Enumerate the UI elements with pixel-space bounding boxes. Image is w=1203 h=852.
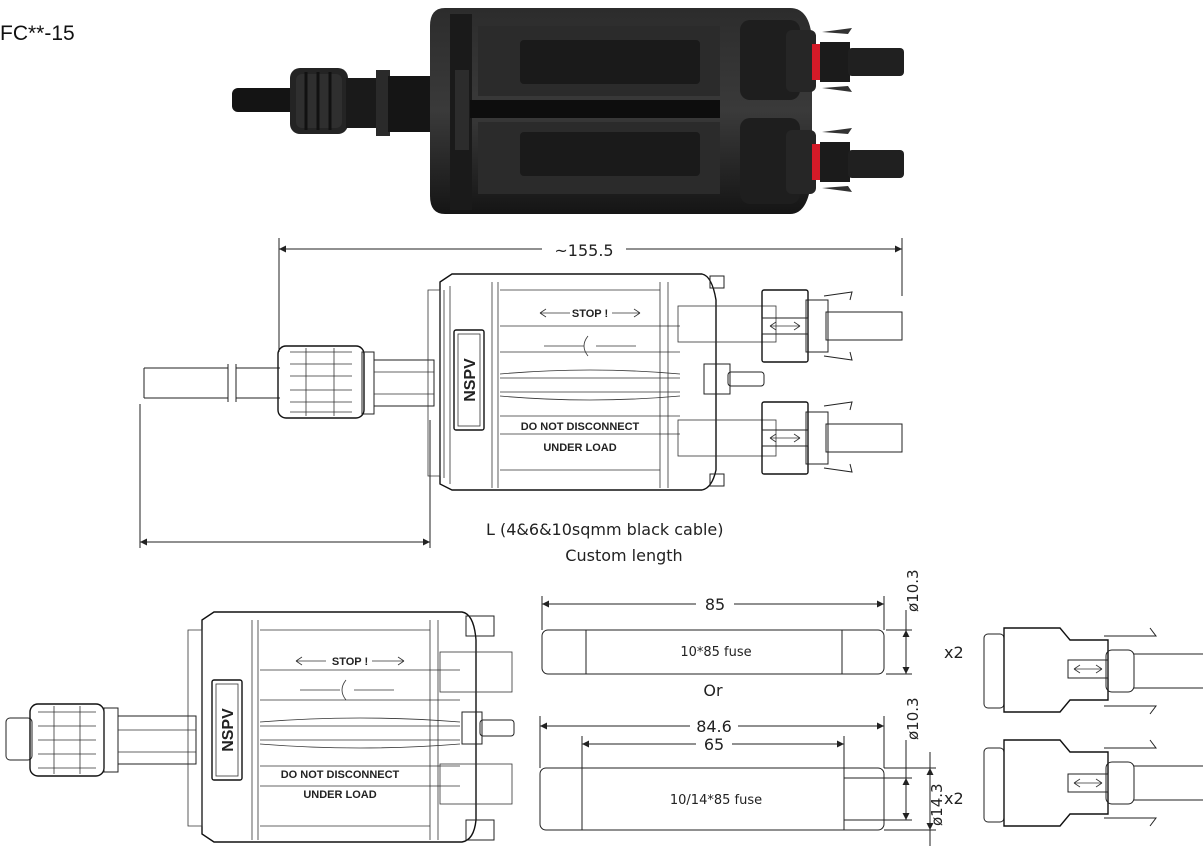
exploded-housing — [5, 611, 515, 843]
fuse-a-label: 10*85 fuse — [680, 645, 751, 660]
branch-connector-top — [983, 627, 1203, 715]
warning-line-2: UNDER LOAD — [543, 442, 616, 454]
warning-line-2-b: UNDER LOAD — [303, 789, 376, 801]
fuse-b-outer-diameter: ø14.3 — [928, 783, 946, 826]
fuse-b — [539, 716, 936, 846]
brand-logo-2: NSPV — [220, 708, 237, 752]
or-label: Or — [703, 681, 723, 700]
branch-connector-bottom — [983, 739, 1203, 827]
fuse-a-diameter: ø10.3 — [904, 569, 922, 612]
fuse-a-length: 85 — [705, 595, 725, 614]
model-title: FC**-15 — [0, 22, 75, 45]
warning-line-1: DO NOT DISCONNECT — [521, 421, 640, 433]
fuse-b-label: 10/14*85 fuse — [670, 793, 762, 808]
fuse-b-length: 84.6 — [696, 717, 732, 736]
connector-qty-top: x2 — [944, 643, 964, 662]
fuse-b-diameter: ø10.3 — [904, 697, 922, 740]
product-photo — [232, 8, 904, 214]
cable-length-note: Custom length — [565, 546, 682, 565]
fuse-a — [541, 594, 912, 675]
connector-qty-bottom: x2 — [944, 789, 964, 808]
overall-length-dimension: ~155.5 — [554, 241, 613, 260]
stop-label-2: STOP ! — [332, 656, 368, 668]
stop-label: STOP ! — [572, 308, 608, 320]
fuse-b-inner-length: 65 — [704, 735, 724, 754]
assembly-outline — [139, 238, 903, 548]
brand-logo: NSPV — [462, 358, 479, 402]
warning-line-1-b: DO NOT DISCONNECT — [281, 769, 400, 781]
cable-length-label: L (4&6&10sqmm black cable) — [486, 520, 724, 539]
